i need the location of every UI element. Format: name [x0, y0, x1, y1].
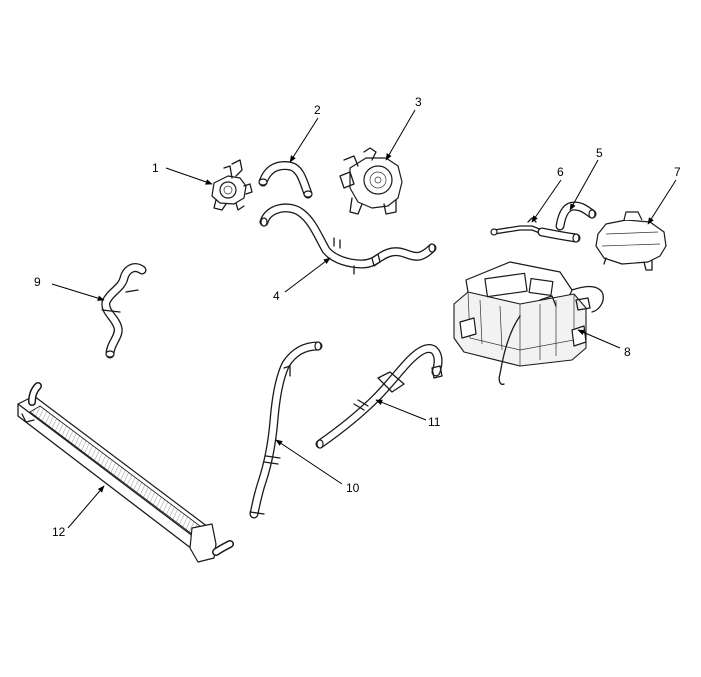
leader-9 — [51, 283, 105, 301]
part-10-hose — [249, 341, 323, 519]
leader-2 — [289, 117, 319, 163]
leader-5 — [569, 159, 599, 211]
callout-11: 11 — [428, 415, 441, 429]
part-12-radiator — [17, 382, 234, 563]
part-11-hose — [315, 343, 443, 449]
part-4-hose-assembly — [259, 203, 437, 275]
callout-3: 3 — [415, 95, 422, 109]
part-1-electric-water-pump — [211, 159, 253, 211]
leader-1 — [165, 167, 213, 185]
part-2-hose — [258, 161, 313, 199]
callout-1: 1 — [152, 161, 159, 175]
callout-10: 10 — [346, 481, 360, 495]
leader-7 — [647, 179, 677, 225]
callout-5: 5 — [596, 146, 603, 160]
leader-3 — [385, 109, 416, 161]
callout-8: 8 — [624, 345, 631, 359]
leader-12 — [67, 485, 105, 529]
callout-12: 12 — [52, 525, 66, 539]
part-9-hose — [101, 263, 147, 359]
part-5-hose — [555, 201, 597, 231]
leader-4 — [284, 257, 331, 293]
part-3-pump-valve-assembly — [339, 147, 403, 215]
part-8-power-control-unit — [453, 261, 604, 386]
callout-4: 4 — [273, 289, 280, 303]
leader-8 — [577, 329, 621, 349]
callout-6: 6 — [557, 165, 564, 179]
leader-11 — [375, 399, 427, 421]
callout-2: 2 — [314, 103, 321, 117]
part-6-hose-pipe — [490, 217, 581, 243]
callout-7: 7 — [674, 165, 681, 179]
leader-6 — [531, 179, 562, 223]
part-7-reservoir-tank — [595, 211, 667, 271]
leader-10 — [275, 439, 343, 485]
callout-9: 9 — [34, 275, 41, 289]
